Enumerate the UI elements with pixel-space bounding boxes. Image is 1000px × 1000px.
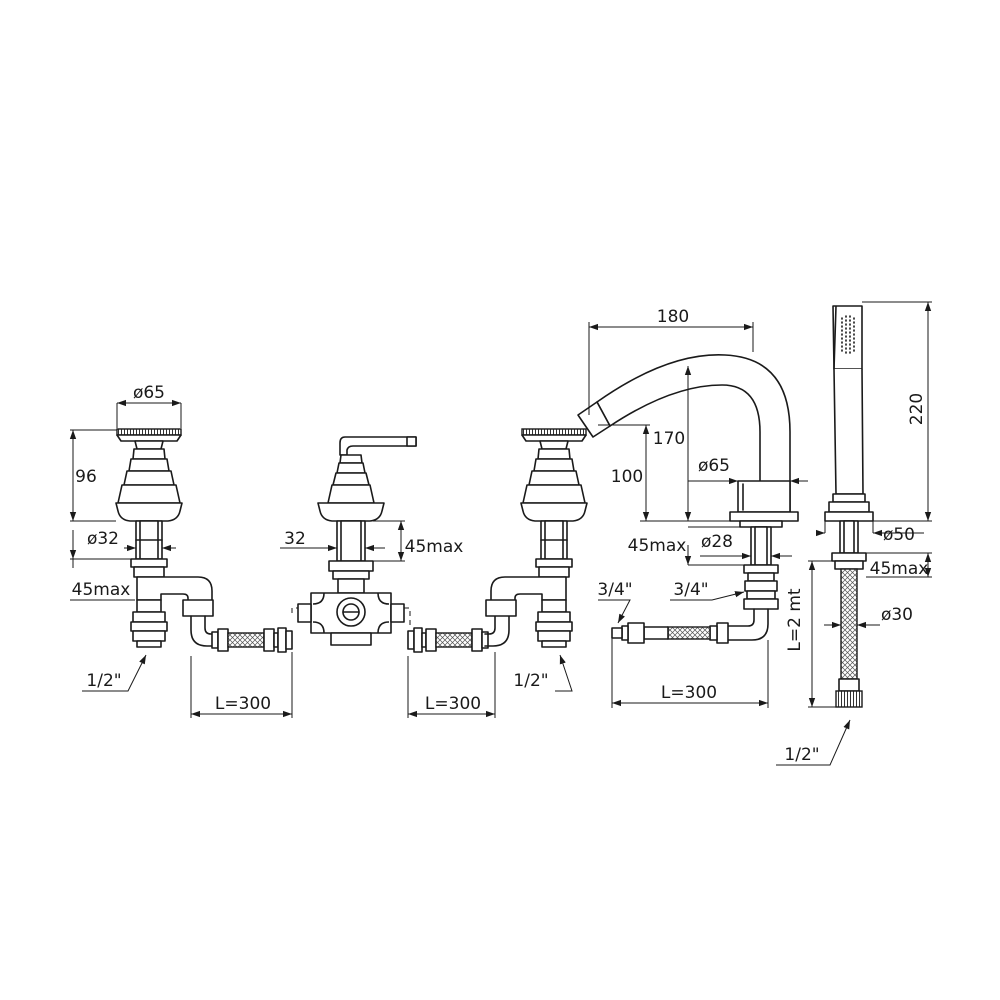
label-45max-left: 45max [72, 580, 131, 600]
label-d28: ø28 [701, 532, 733, 552]
label-220: 220 [907, 393, 927, 425]
left-supply-hose [190, 615, 293, 653]
left-valve-handle-wheel [116, 428, 182, 436]
spout-aerator [577, 401, 611, 438]
spout [577, 354, 799, 610]
label-170: 170 [653, 429, 685, 449]
shower-head [832, 305, 863, 370]
spout-supply-hose [611, 608, 769, 644]
label-thread-34-a: 3/4" [597, 580, 632, 600]
label-45max-mixer: 45max [405, 537, 464, 557]
label-d32-left: ø32 [87, 529, 119, 549]
label-hose-length: L=2 mt [785, 588, 805, 651]
mixer-lever [339, 436, 417, 456]
label-d50: ø50 [883, 525, 915, 545]
label-L300-middle: L=300 [425, 694, 481, 714]
label-d30: ø30 [881, 605, 913, 625]
central-mixer [297, 436, 417, 646]
label-L300-spout: L=300 [661, 683, 717, 703]
left-valve [115, 428, 214, 648]
label-thread-right-valve: 1/2" [513, 671, 548, 691]
middle-supply-hose [407, 615, 510, 653]
label-thread-left: 1/2" [86, 671, 121, 691]
label-96: 96 [75, 467, 97, 487]
dimension-labels: ø65 96 ø32 45max 1/2" L=300 32 45max L=3… [72, 307, 929, 765]
hand-shower [824, 305, 874, 708]
right-valve [485, 428, 588, 648]
label-45max-spout: 45max [628, 536, 687, 556]
label-d65-handle: ø65 [133, 383, 165, 403]
dimension-lines [69, 301, 932, 766]
label-45max-shower: 45max [870, 559, 929, 579]
label-32-mixer: 32 [284, 529, 306, 549]
label-thread-shower: 1/2" [784, 745, 819, 765]
label-100: 100 [611, 467, 643, 487]
right-valve-handle-wheel [521, 428, 587, 436]
label-d65-spout: ø65 [698, 456, 730, 476]
shower-nozzles [841, 315, 855, 355]
label-thread-34-b: 3/4" [673, 580, 708, 600]
label-180: 180 [657, 307, 689, 327]
label-L300-left: L=300 [215, 694, 271, 714]
shower-hose [840, 568, 858, 680]
